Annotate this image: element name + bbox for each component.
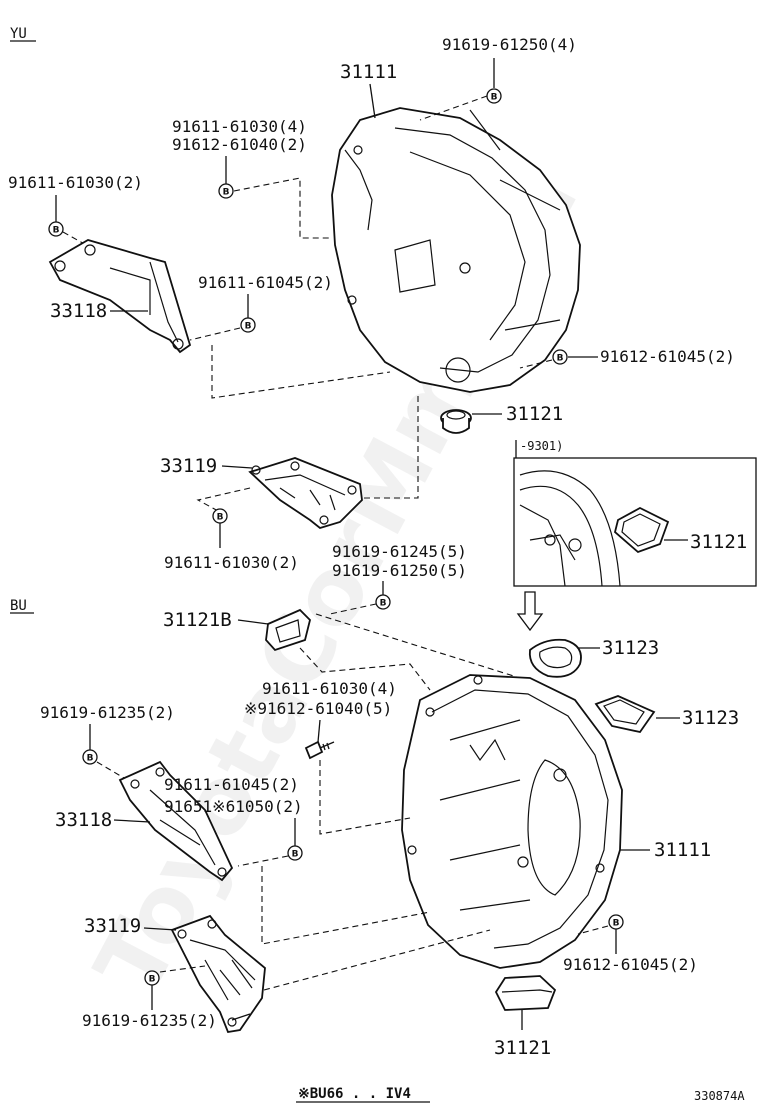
label-91611-61030-2-mid: 91611-61030(2) — [164, 553, 299, 572]
svg-text:B: B — [613, 919, 620, 929]
inset-housing-detail — [519, 470, 621, 587]
label-91619-61235-2-b: 91619-61235(2) — [82, 1011, 217, 1030]
bolt-marker-icon: B — [486, 88, 502, 104]
label-91611-61045-2-bot: 91611-61045(2) — [164, 775, 299, 794]
svg-text:B: B — [491, 93, 498, 103]
svg-text:B: B — [245, 322, 252, 332]
bolt-marker-icon: B — [240, 317, 256, 333]
label-91612-61040-5: ※91612-61040(5) — [244, 699, 392, 718]
svg-text:B: B — [53, 226, 60, 236]
bracket-33118-top — [48, 239, 192, 354]
label-91619-61250-4: 91619-61250(4) — [442, 35, 577, 54]
bolt-marker-icon: B — [48, 221, 64, 237]
bracket-33119-top — [248, 457, 363, 529]
seal-31123-a — [528, 638, 582, 678]
footnote: ※BU66 . . IV4 — [298, 1086, 411, 1102]
bolt-marker-icon: B — [375, 594, 391, 610]
svg-text:B: B — [223, 188, 230, 198]
transmission-housing-bottom — [401, 674, 623, 969]
bolt-icon — [304, 740, 335, 760]
label-33118-bottom: 33118 — [55, 809, 112, 831]
label-31111-bottom: 31111 — [654, 839, 711, 861]
plug-31121-top — [440, 409, 472, 434]
bolt-marker-icon: B — [144, 970, 160, 986]
label-91612-61045-2-top: 91612-61045(2) — [600, 347, 735, 366]
diagram-code: 330874A — [694, 1089, 745, 1103]
plug-31121-bottom — [494, 975, 557, 1011]
plug-31121b — [265, 608, 311, 652]
label-91619-61235-2-a: 91619-61235(2) — [40, 703, 175, 722]
label-31121b: 31121B — [163, 609, 232, 631]
label-31123-a: 31123 — [602, 637, 659, 659]
svg-text:B: B — [217, 513, 224, 523]
label-91611-61030-2-top: 91611-61030(2) — [8, 173, 143, 192]
label-31121-top: 31121 — [506, 403, 563, 425]
bracket-33118-bottom — [118, 760, 234, 882]
label-91611-61030-4-bot: 91611-61030(4) — [262, 679, 397, 698]
label-91651-61050-2: 91651※61050(2) — [164, 797, 303, 816]
label-31121-inset: 31121 — [690, 531, 747, 553]
svg-text:B: B — [87, 754, 94, 764]
bolt-marker-icon: B — [218, 183, 234, 199]
section-label-bu: BU — [10, 598, 27, 614]
label-91611-61045-2-top: 91611-61045(2) — [198, 273, 333, 292]
label-33119-top: 33119 — [160, 455, 217, 477]
bolt-marker-icon: B — [212, 508, 228, 524]
bolt-marker-icon: B — [82, 749, 98, 765]
arrow-down-icon — [516, 591, 544, 632]
label-91619-61250-5: 91619-61250(5) — [332, 561, 467, 580]
transmission-housing-top — [331, 107, 581, 393]
inset-range-label: -9301) — [520, 439, 563, 453]
svg-text:B: B — [380, 599, 387, 609]
bolt-marker-icon: B — [552, 349, 568, 365]
label-31111-top: 31111 — [340, 61, 397, 83]
svg-text:B: B — [292, 850, 299, 860]
inset-plug-31121 — [613, 506, 670, 554]
bracket-33119-bottom — [170, 914, 266, 1034]
bolt-marker-icon: B — [287, 845, 303, 861]
label-91612-61040-2: 91612-61040(2) — [172, 135, 307, 154]
label-91612-61045-2-bottom: 91612-61045(2) — [563, 955, 698, 974]
label-33119-bottom: 33119 — [84, 915, 141, 937]
svg-text:B: B — [557, 354, 564, 364]
label-31121-bottom: 31121 — [494, 1037, 551, 1059]
label-33118-top: 33118 — [50, 300, 107, 322]
bolt-marker-icon: B — [608, 914, 624, 930]
label-31123-b: 31123 — [682, 707, 739, 729]
svg-text:B: B — [149, 975, 156, 985]
label-91619-61245-5: 91619-61245(5) — [332, 542, 467, 561]
section-label-yu: YU — [10, 26, 27, 42]
seal-31123-b — [594, 695, 656, 734]
inset-frame — [513, 457, 757, 587]
label-91611-61030-4: 91611-61030(4) — [172, 117, 307, 136]
